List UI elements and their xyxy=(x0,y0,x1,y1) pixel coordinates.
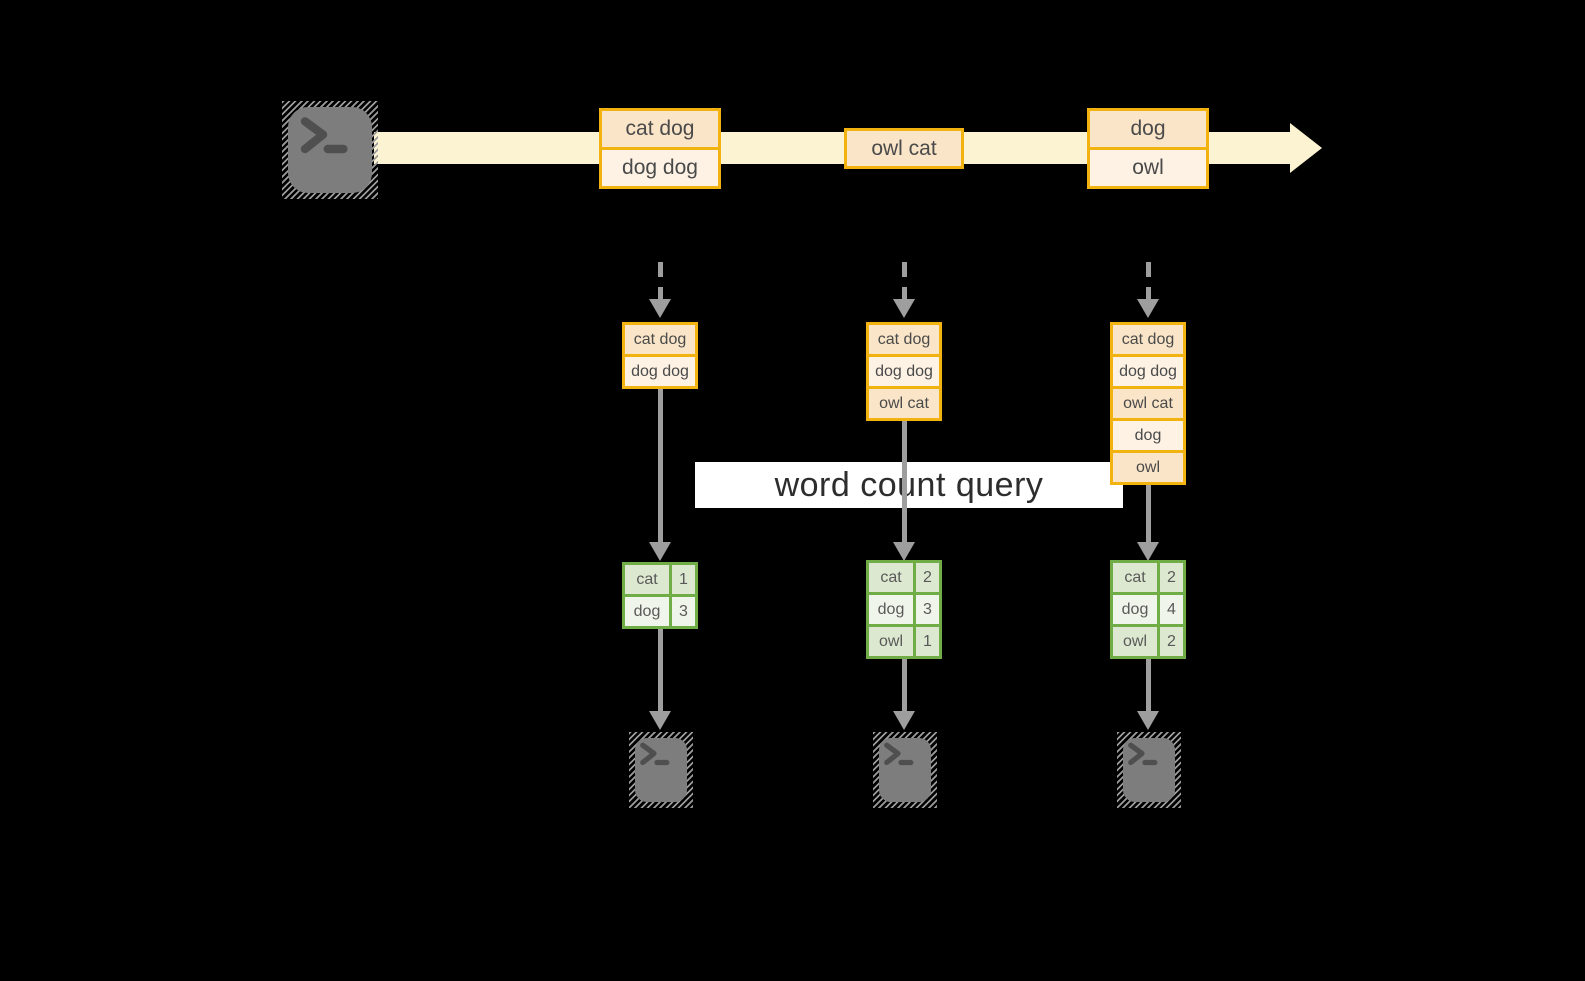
buffered-event: cat dog xyxy=(869,325,939,354)
arrow-line xyxy=(658,389,663,542)
sink-terminal-icon xyxy=(1117,732,1181,808)
terminal-prompt-glyph xyxy=(1128,742,1158,766)
stream-arrowhead-icon xyxy=(1290,123,1322,173)
count-cell: 4 xyxy=(1160,595,1183,624)
buffered-event: dog dog xyxy=(1113,354,1183,386)
count-table-2: cat 2 dog 3 owl 1 xyxy=(866,560,942,659)
arrow-line xyxy=(1146,659,1151,711)
count-cell: 2 xyxy=(1160,627,1183,656)
table-row: dog 3 xyxy=(625,597,695,626)
dashed-arrow-line xyxy=(1146,262,1151,299)
source-terminal-icon xyxy=(282,101,378,199)
stream-event: dog dog xyxy=(602,147,718,186)
buffered-event: dog xyxy=(1113,418,1183,450)
sink-terminal-icon xyxy=(629,732,693,808)
stream-event-box-3: dog owl xyxy=(1087,108,1209,189)
stream-event: owl xyxy=(1090,147,1206,186)
arrowhead-down-icon xyxy=(893,299,915,318)
word-cell: dog xyxy=(1113,595,1157,624)
word-cell: owl xyxy=(1113,627,1157,656)
buffered-event: cat dog xyxy=(625,325,695,354)
terminal-prompt-glyph xyxy=(640,742,670,766)
arrow-line xyxy=(1146,485,1151,542)
table-row: cat 1 xyxy=(625,565,695,594)
table-row: dog 4 xyxy=(1113,595,1183,624)
event-buffer-box-2: cat dog dog dog owl cat xyxy=(866,322,942,421)
stream-event-box-1: cat dog dog dog xyxy=(599,108,721,189)
word-cell: dog xyxy=(869,595,913,624)
event-buffer-box-1: cat dog dog dog xyxy=(622,322,698,389)
word-cell: owl xyxy=(869,627,913,656)
buffered-event: owl cat xyxy=(1113,386,1183,418)
buffered-event: owl cat xyxy=(869,386,939,418)
table-row: cat 2 xyxy=(869,563,939,592)
arrow-line xyxy=(902,659,907,711)
terminal-prompt-glyph xyxy=(884,742,914,766)
count-table-1: cat 1 dog 3 xyxy=(622,562,698,629)
count-cell: 1 xyxy=(916,627,939,656)
arrowhead-down-icon xyxy=(893,542,915,561)
stream-event: dog xyxy=(1090,111,1206,147)
word-cell: cat xyxy=(1113,563,1157,592)
terminal-prompt-glyph xyxy=(300,117,348,154)
stream-event-box-2: owl cat xyxy=(844,128,964,169)
count-cell: 2 xyxy=(1160,563,1183,592)
buffered-event: dog dog xyxy=(625,354,695,386)
stream-event: owl cat xyxy=(847,131,961,166)
word-cell: dog xyxy=(625,597,669,626)
table-row: cat 2 xyxy=(1113,563,1183,592)
word-cell: cat xyxy=(869,563,913,592)
buffered-event: dog dog xyxy=(869,354,939,386)
dashed-arrow-line xyxy=(902,262,907,299)
event-buffer-box-3: cat dog dog dog owl cat dog owl xyxy=(1110,322,1186,485)
table-row: dog 3 xyxy=(869,595,939,624)
table-row: owl 2 xyxy=(1113,627,1183,656)
table-row: owl 1 xyxy=(869,627,939,656)
word-cell: cat xyxy=(625,565,669,594)
buffered-event: cat dog xyxy=(1113,325,1183,354)
arrowhead-down-icon xyxy=(1137,711,1159,730)
arrowhead-down-icon xyxy=(1137,299,1159,318)
arrowhead-down-icon xyxy=(649,711,671,730)
count-table-3: cat 2 dog 4 owl 2 xyxy=(1110,560,1186,659)
arrowhead-down-icon xyxy=(649,299,671,318)
stream-event: cat dog xyxy=(602,111,718,147)
count-cell: 1 xyxy=(672,565,695,594)
arrow-line xyxy=(902,421,907,542)
query-label: word count query xyxy=(774,465,1044,504)
count-cell: 3 xyxy=(672,597,695,626)
query-band: word count query xyxy=(695,462,1123,508)
count-cell: 2 xyxy=(916,563,939,592)
arrowhead-down-icon xyxy=(1137,542,1159,561)
arrowhead-down-icon xyxy=(893,711,915,730)
buffered-event: owl xyxy=(1113,450,1183,482)
dashed-arrow-line xyxy=(658,262,663,299)
arrowhead-down-icon xyxy=(649,542,671,561)
arrow-line xyxy=(658,629,663,711)
sink-terminal-icon xyxy=(873,732,937,808)
count-cell: 3 xyxy=(916,595,939,624)
